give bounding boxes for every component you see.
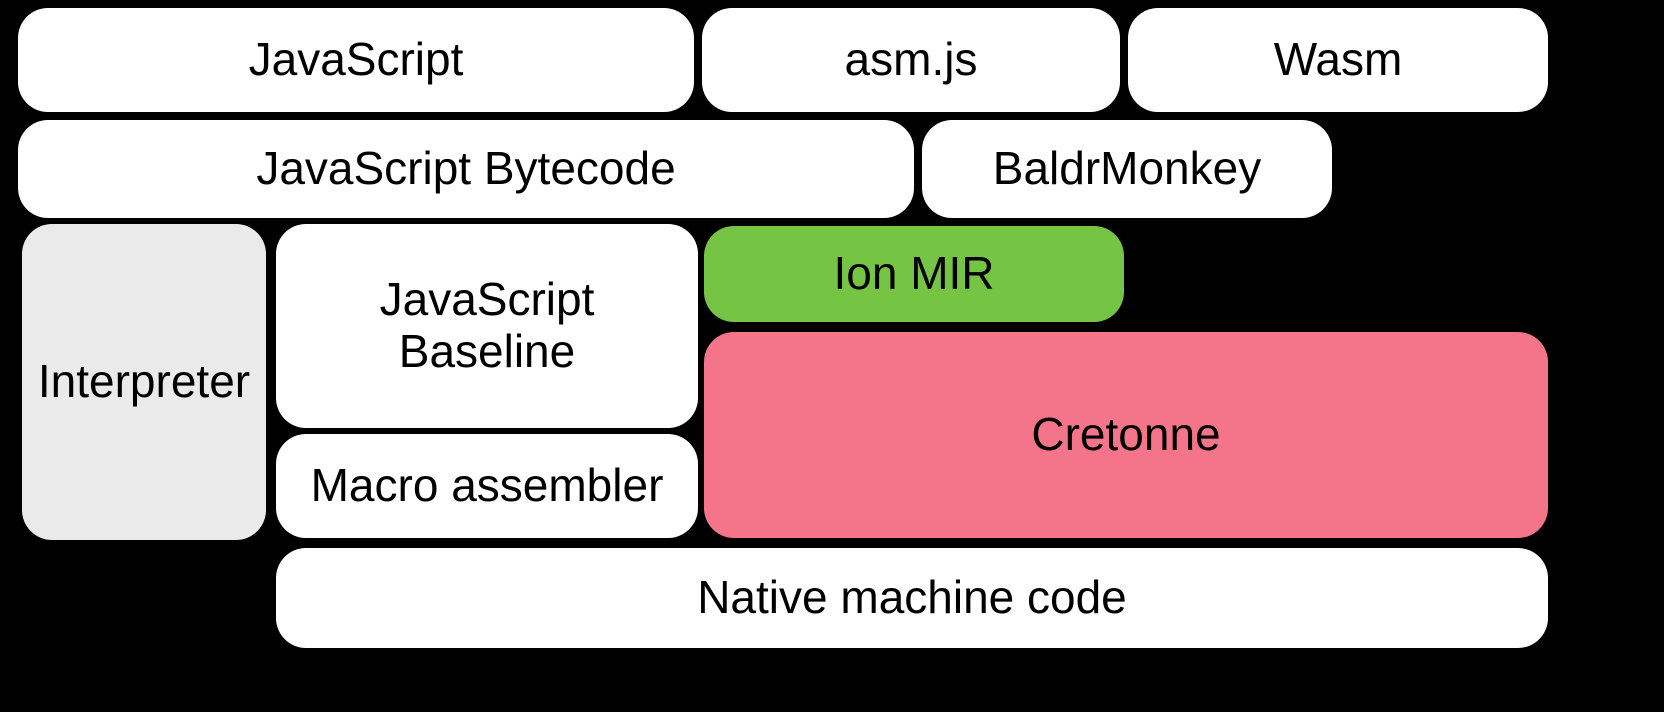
node-macro-assembler[interactable]: Macro assembler: [276, 434, 698, 538]
node-baldrmonkey[interactable]: BaldrMonkey: [922, 120, 1332, 218]
node-javascript-baseline[interactable]: JavaScript Baseline: [276, 224, 698, 428]
node-ion-mir[interactable]: Ion MIR: [704, 226, 1124, 322]
node-native-machine-code[interactable]: Native machine code: [276, 548, 1548, 648]
node-javascript[interactable]: JavaScript: [18, 8, 694, 112]
node-interpreter[interactable]: Interpreter: [22, 224, 266, 540]
node-cretonne[interactable]: Cretonne: [704, 332, 1548, 538]
node-javascript-bytecode[interactable]: JavaScript Bytecode: [18, 120, 914, 218]
node-wasm[interactable]: Wasm: [1128, 8, 1548, 112]
node-asmjs[interactable]: asm.js: [702, 8, 1120, 112]
